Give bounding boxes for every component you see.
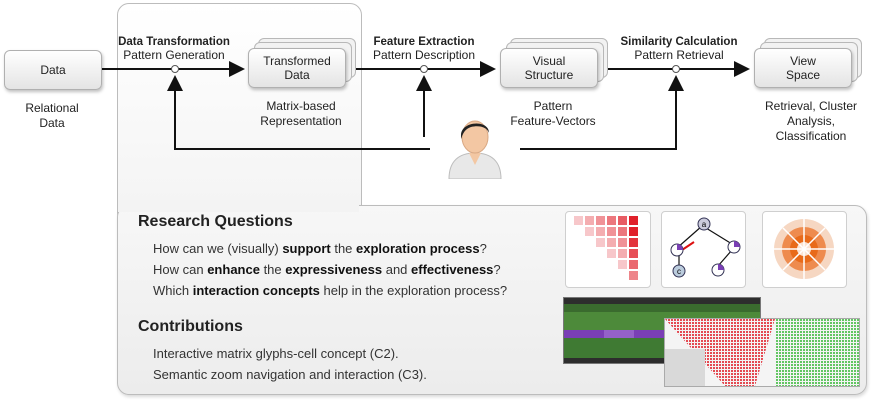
stage-subtitle-transformation: Pattern Generation (123, 48, 225, 62)
matrix-cell (629, 238, 638, 247)
retrieval-caption: Retrieval, Cluster Analysis, Classificat… (764, 99, 858, 143)
data-box: Data (4, 50, 102, 90)
matrix-cell (596, 227, 605, 236)
question-emphasis: interaction concepts (192, 283, 320, 298)
relational-data-caption: Relational Data (25, 101, 79, 130)
question-text: and (382, 262, 412, 277)
research-questions-heading: Research Questions (138, 213, 293, 230)
question-emphasis: support (282, 241, 331, 256)
matrix-cell (629, 260, 638, 269)
matrix-cell (607, 238, 616, 247)
zoomed-matrix-thumbnail (664, 318, 860, 387)
transformed-data-box: Transformed Data (248, 48, 346, 88)
visual-structure-box: Visual Structure (500, 48, 598, 88)
contribution-1: Interactive matrix glyphs-cell concept (… (153, 346, 399, 361)
stage-subtitle-extraction: Pattern Description (372, 48, 476, 62)
view-space-box: View Space (754, 48, 852, 88)
question-text: ? (493, 262, 501, 277)
graph-node-label: a (702, 220, 707, 229)
radial-glyph-thumbnail (762, 211, 847, 288)
junction-dot (171, 65, 179, 73)
matrix-cell (618, 260, 627, 269)
feature-vectors-caption: Pattern Feature-Vectors (510, 99, 596, 128)
research-question-3: Which interaction concepts help in the e… (153, 283, 507, 298)
question-text: the (259, 262, 286, 277)
stage-title-similarity: Similarity Calculation (620, 36, 738, 48)
matrix-cell (618, 216, 627, 225)
matrix-cell (585, 216, 594, 225)
question-emphasis: exploration process (356, 241, 480, 256)
feedback-arrow-similarity (520, 75, 684, 150)
zoomed-matrix-image (665, 319, 859, 386)
matrix-cell (618, 249, 627, 258)
question-text: ? (479, 241, 487, 256)
matrix-representation-caption: Matrix-based Representation (260, 99, 342, 128)
matrix-cell (607, 216, 616, 225)
stage-subtitle-similarity: Pattern Retrieval (634, 48, 724, 62)
matrix-thumbnail (565, 211, 651, 288)
junction-dot (672, 65, 680, 73)
junction-dot (420, 65, 428, 73)
matrix-cell (618, 238, 627, 247)
research-question-1: How can we (visually) support the explor… (153, 241, 487, 256)
contributions-heading: Contributions (138, 318, 243, 335)
feedback-arrow-transformation (167, 75, 430, 150)
question-text: help in the exploration process? (319, 283, 508, 298)
matrix-cell (618, 227, 627, 236)
matrix-cell (607, 249, 616, 258)
question-text: How can (153, 262, 208, 277)
question-emphasis: expressiveness (285, 262, 383, 277)
matrix-cell (629, 216, 638, 225)
triangular-matrix-image (574, 216, 638, 280)
stage-title-transformation: Data Transformation (118, 36, 230, 48)
radial-glyph-image (774, 219, 834, 279)
matrix-cell (585, 227, 594, 236)
contribution-2: Semantic zoom navigation and interaction… (153, 367, 427, 382)
graph-thumbnail: a c (661, 211, 746, 288)
matrix-cell (607, 227, 616, 236)
user-icon (448, 120, 502, 179)
question-text: the (330, 241, 357, 256)
matrix-cell (629, 271, 638, 280)
question-text: Which (153, 283, 193, 298)
question-text: How can we (visually) (153, 241, 283, 256)
graph-node-label: c (677, 267, 681, 276)
stage-title-extraction: Feature Extraction (373, 36, 475, 48)
matrix-cell (629, 227, 638, 236)
question-emphasis: effectiveness (411, 262, 494, 277)
matrix-cell (574, 216, 583, 225)
panel-connector (118, 200, 359, 212)
node-link-graph-image: a c (670, 217, 741, 278)
research-question-2: How can enhance the expressiveness and e… (153, 262, 501, 277)
matrix-cell (596, 238, 605, 247)
matrix-cell (596, 216, 605, 225)
matrix-cell (629, 249, 638, 258)
question-emphasis: enhance (207, 262, 260, 277)
